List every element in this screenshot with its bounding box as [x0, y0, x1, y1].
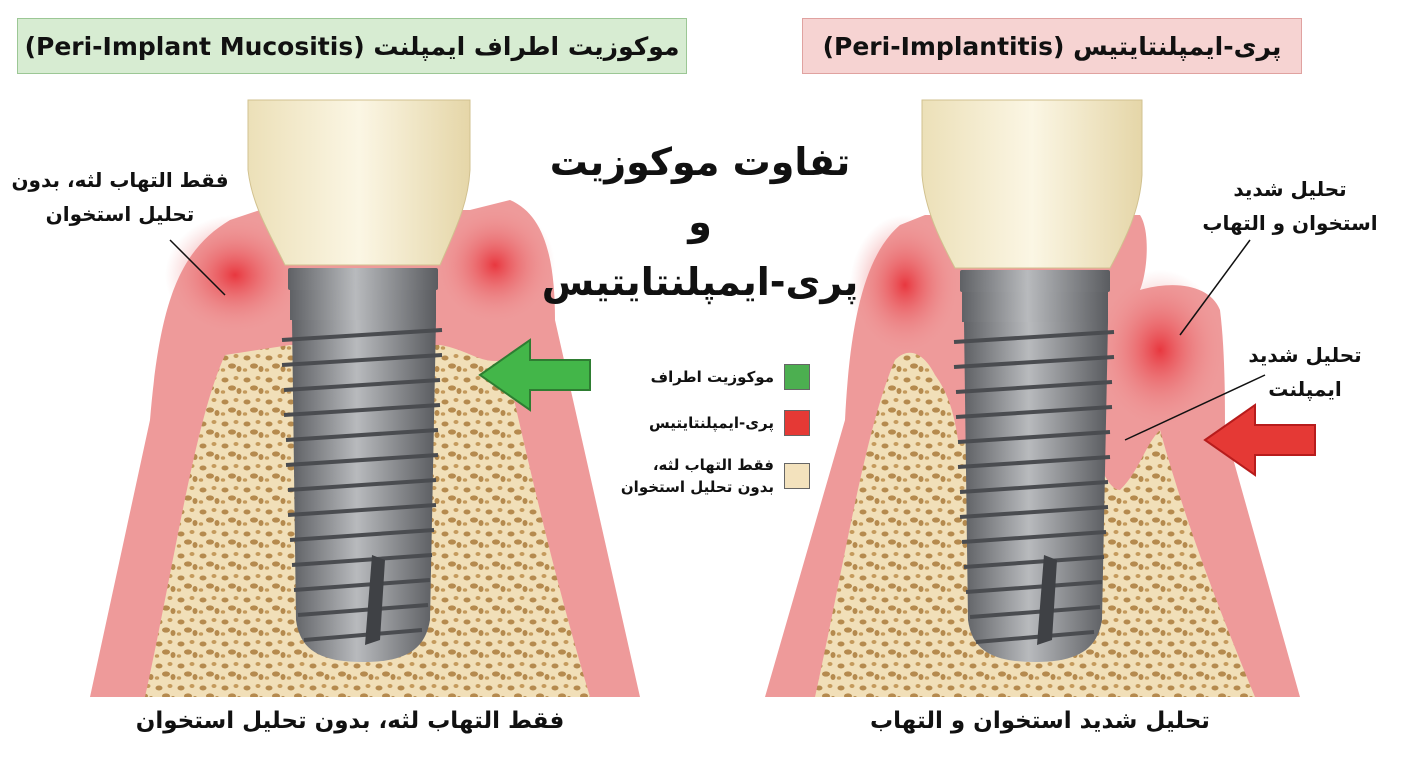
- legend-item-peri-implantitis: پری-ایمپلنتایتیس: [649, 410, 810, 436]
- left-implant: [281, 268, 443, 662]
- right-gum-inflammation: [850, 215, 1225, 430]
- right-note-pointers: [1124, 239, 1266, 441]
- mucositis-title-banner: موکوزیت اطراف ایمپلنت (Peri-Implant Muco…: [17, 18, 687, 74]
- legend-item-gum-only: فقط التهاب لثه، بدون تحلیل استخوان: [621, 454, 810, 498]
- legend-swatch-red: [784, 410, 810, 436]
- legend-label: موکوزیت اطراف: [650, 368, 774, 386]
- left-gum-inflammation: [165, 205, 555, 335]
- left-note-pointer: [169, 239, 226, 296]
- right-implant: [953, 270, 1115, 662]
- red-arrow: [1203, 403, 1316, 477]
- legend-label: فقط التهاب لثه، بدون تحلیل استخوان: [620, 456, 774, 496]
- peri-implantitis-title-banner: پری-ایمپلنتایتیس (Peri-Implantitis): [802, 18, 1302, 74]
- legend-swatch-beige: [784, 463, 810, 489]
- legend-label: پری-ایمپلنتایتیس: [649, 414, 774, 432]
- legend-item-mucositis: موکوزیت اطراف: [651, 364, 810, 390]
- main-title: تفاوت موکوزیت و پری-ایمپلنتایتیس: [541, 140, 859, 304]
- green-arrow: [478, 338, 591, 412]
- left-crown: [247, 99, 471, 266]
- legend-swatch-green: [784, 364, 810, 390]
- right-annotation-implant: تحلیل شدید ایمپلنت: [1248, 343, 1362, 401]
- right-annotation-inflammation: تحلیل شدید استخوان و التهاب: [1202, 177, 1378, 235]
- left-caption: فقط التهاب لثه، بدون تحلیل استخوان: [135, 708, 565, 734]
- right-caption: تحلیل شدید استخوان و التهاب: [870, 708, 1210, 734]
- left-annotation: فقط التهاب لثه، بدون تحلیل استخوان: [11, 168, 229, 226]
- right-crown: [921, 99, 1143, 269]
